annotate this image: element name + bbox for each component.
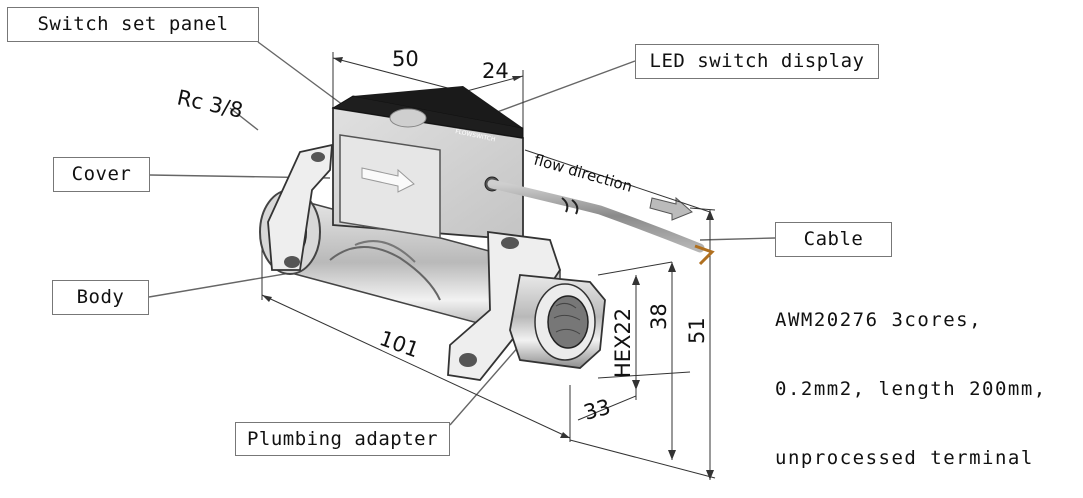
dim-50-label: 50 bbox=[392, 47, 419, 71]
dim-38-label: 38 bbox=[647, 303, 671, 330]
callout-body: Body bbox=[52, 280, 149, 315]
hex22-label: HEX22 bbox=[611, 308, 635, 378]
callout-plumbing-adapter: Plumbing adapter bbox=[235, 422, 450, 456]
dim-33-label: 33 bbox=[581, 395, 613, 425]
dim-101-label: 101 bbox=[376, 326, 422, 362]
callout-switch-set-panel: Switch set panel bbox=[7, 7, 259, 42]
dim-24-label: 24 bbox=[482, 59, 509, 83]
cable-spec-line-3: unprocessed terminal bbox=[775, 447, 1034, 469]
switch-housing bbox=[331, 86, 524, 241]
cable-spec-note: AWM20276 3cores, 0.2mm2, length 200mm, u… bbox=[775, 263, 1047, 493]
rc-thread-label: Rc 3/8 bbox=[175, 85, 245, 122]
dim-51-label: 51 bbox=[685, 317, 709, 344]
cable-spec-line-1: AWM20276 3cores, bbox=[775, 309, 983, 331]
plumbing-adapter-group bbox=[447, 230, 606, 381]
left-mounting-bracket bbox=[267, 143, 333, 271]
dimension-lines bbox=[261, 52, 716, 480]
cable-spec-line-2: 0.2mm2, length 200mm, bbox=[775, 378, 1047, 400]
flow-direction-label: flow direction bbox=[532, 151, 634, 196]
callout-cover: Cover bbox=[53, 157, 150, 192]
flow-arrow bbox=[524, 149, 711, 221]
callout-cable: Cable bbox=[775, 222, 892, 257]
callout-led-switch-display: LED switch display bbox=[635, 44, 879, 79]
cable bbox=[487, 179, 715, 266]
